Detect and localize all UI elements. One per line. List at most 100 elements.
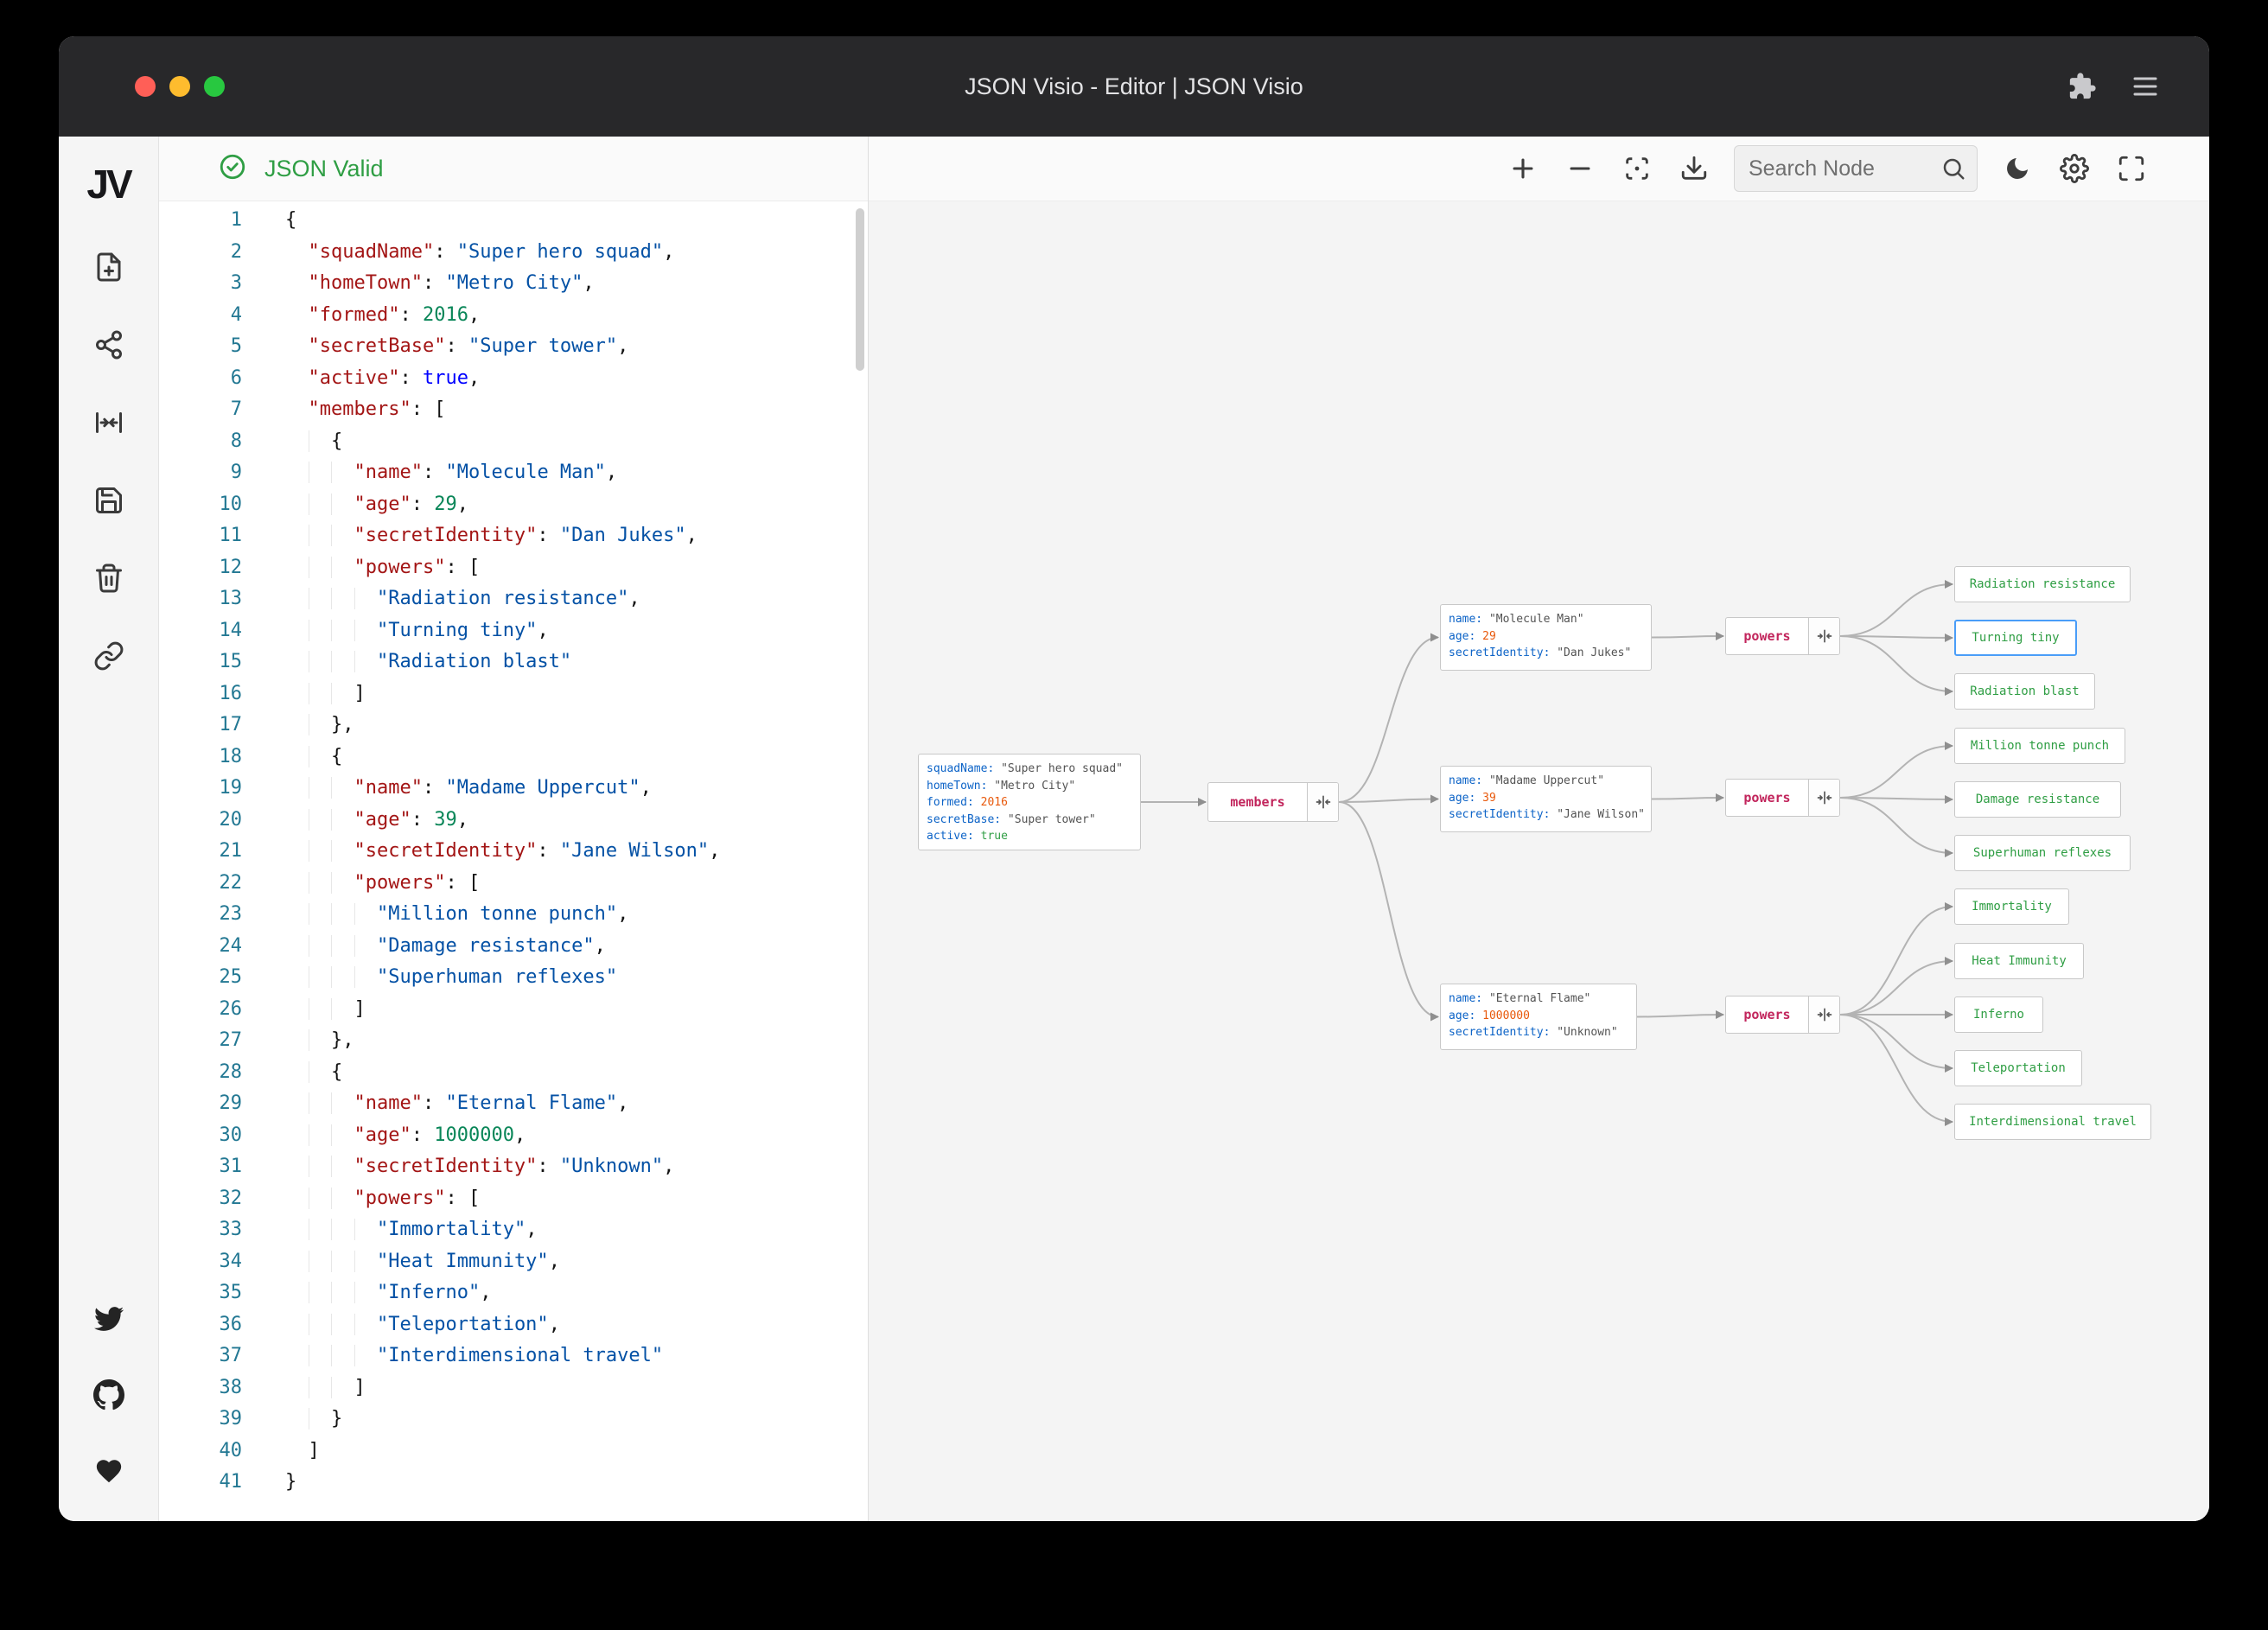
download-image-button[interactable] [1670, 144, 1718, 193]
code-line[interactable]: "active": true, [308, 366, 481, 389]
code-line[interactable]: ] [285, 1372, 720, 1404]
collapse-node-button[interactable] [1307, 783, 1338, 821]
extensions-icon[interactable] [2067, 72, 2097, 101]
close-button[interactable] [135, 76, 156, 97]
app-window: JSON Visio - Editor | JSON Visio JV JSON… [59, 36, 2209, 1521]
code-line[interactable]: "age": 29, [285, 489, 720, 521]
code-line[interactable]: "name": "Eternal Flame", [285, 1088, 720, 1120]
code-line[interactable]: "name": "Molecule Man", [285, 457, 720, 489]
fit-width-button[interactable] [81, 395, 137, 450]
code-line[interactable]: } [285, 1404, 720, 1436]
line-number: 37 [219, 1345, 243, 1366]
minimize-button[interactable] [169, 76, 190, 97]
maximize-button[interactable] [204, 76, 225, 97]
code-line[interactable]: ] [285, 678, 720, 710]
minus-icon [1565, 154, 1595, 183]
code-line[interactable]: "age": 39, [285, 805, 720, 837]
graph-node-p2[interactable]: powers [1725, 779, 1840, 817]
zoom-in-button[interactable] [1499, 144, 1547, 193]
collapse-node-button[interactable] [1808, 618, 1839, 654]
github-link[interactable] [81, 1367, 137, 1423]
search-input[interactable] [1749, 156, 1940, 181]
graph-node-l8[interactable]: Heat Immunity [1954, 943, 2084, 979]
code-line[interactable]: { [285, 426, 720, 458]
code-line[interactable]: }, [285, 1025, 720, 1057]
code-line[interactable]: }, [285, 710, 720, 742]
graph-node-p3[interactable]: powers [1725, 996, 1840, 1034]
new-document-button[interactable] [81, 239, 137, 295]
code-line[interactable]: "secretIdentity": "Jane Wilson", [285, 836, 721, 868]
graph-node-p1[interactable]: powers [1725, 617, 1840, 655]
code-line[interactable]: "name": "Madame Uppercut", [285, 773, 720, 805]
node-row: secretIdentity: "Unknown" [1449, 1026, 1618, 1039]
code-line[interactable]: "secretBase": "Super tower", [308, 335, 629, 357]
graph-node-l9[interactable]: Inferno [1954, 996, 2043, 1033]
code-line[interactable]: "Teleportation", [285, 1309, 720, 1341]
save-button[interactable] [81, 473, 137, 528]
code-line[interactable]: "Damage resistance", [285, 931, 720, 963]
graph-node-l5[interactable]: Damage resistance [1954, 781, 2121, 818]
share-button[interactable] [81, 317, 137, 372]
save-icon [93, 485, 124, 516]
code-line[interactable]: "Superhuman reflexes" [285, 962, 720, 994]
code-line[interactable]: "homeTown": "Metro City", [308, 272, 595, 294]
copy-link-button[interactable] [81, 628, 137, 684]
code-line[interactable]: "Immortality", [285, 1214, 720, 1246]
settings-button[interactable] [2050, 144, 2099, 193]
code-line[interactable]: "members": [ [308, 398, 446, 420]
code-line[interactable]: "powers": [ [285, 868, 720, 900]
graph-node-l10[interactable]: Teleportation [1954, 1050, 2082, 1086]
editor-scrollbar[interactable] [856, 208, 864, 371]
code-line[interactable]: "squadName": "Super hero squad", [308, 240, 675, 263]
center-view-button[interactable] [1613, 144, 1661, 193]
menu-icon[interactable] [2130, 71, 2161, 102]
graph-node-l6[interactable]: Superhuman reflexes [1954, 835, 2131, 871]
graph-node-members[interactable]: members [1207, 782, 1339, 822]
code-line[interactable]: ] [285, 994, 720, 1026]
code-line[interactable]: ] [308, 1439, 320, 1461]
code-line[interactable]: { [285, 742, 720, 774]
code-line[interactable]: "secretIdentity": "Unknown", [285, 1151, 720, 1183]
code-line[interactable]: "Heat Immunity", [285, 1246, 720, 1278]
app-logo[interactable]: JV [86, 162, 132, 207]
graph-node-root[interactable]: squadName: "Super hero squad"homeTown: "… [918, 754, 1141, 850]
graph-canvas[interactable]: squadName: "Super hero squad"homeTown: "… [869, 201, 2209, 1521]
delete-button[interactable] [81, 551, 137, 606]
search-node-box[interactable] [1734, 145, 1978, 192]
graph-node-l1[interactable]: Radiation resistance [1954, 566, 2131, 602]
theme-toggle-button[interactable] [1993, 144, 2042, 193]
collapse-node-button[interactable] [1808, 996, 1839, 1033]
line-number: 26 [219, 997, 243, 1020]
fullscreen-button[interactable] [2107, 144, 2156, 193]
code-line[interactable]: "powers": [ [285, 552, 720, 584]
code-line[interactable]: } [285, 1471, 297, 1493]
code-line[interactable]: "Interdimensional travel" [285, 1340, 720, 1372]
line-number: 22 [219, 871, 243, 894]
graph-node-l2[interactable]: Turning tiny [1954, 620, 2077, 656]
code-line[interactable]: "Radiation resistance", [285, 583, 720, 615]
code-line[interactable]: "formed": 2016, [308, 303, 481, 326]
sponsor-link[interactable] [81, 1443, 137, 1499]
twitter-link[interactable] [81, 1291, 137, 1347]
line-number: 18 [219, 745, 243, 767]
code-line[interactable]: "Turning tiny", [285, 615, 720, 647]
graph-node-l11[interactable]: Interdimensional travel [1954, 1104, 2151, 1140]
code-line[interactable]: "Radiation blast" [285, 646, 720, 678]
code-line[interactable]: { [285, 209, 297, 231]
graph-node-l3[interactable]: Radiation blast [1954, 673, 2095, 710]
collapse-node-button[interactable] [1808, 780, 1839, 816]
code-line[interactable]: { [285, 1057, 720, 1089]
code-line[interactable]: "age": 1000000, [285, 1120, 720, 1152]
graph-node-l7[interactable]: Immortality [1954, 888, 2069, 925]
code-line[interactable]: "Inferno", [285, 1277, 720, 1309]
zoom-out-button[interactable] [1556, 144, 1604, 193]
search-icon[interactable] [1940, 156, 1966, 181]
code-line[interactable]: "Million tonne punch", [285, 899, 720, 931]
code-line[interactable]: "secretIdentity": "Dan Jukes", [285, 520, 720, 552]
code-line[interactable]: "powers": [ [285, 1183, 720, 1215]
graph-node-l4[interactable]: Million tonne punch [1954, 728, 2125, 764]
